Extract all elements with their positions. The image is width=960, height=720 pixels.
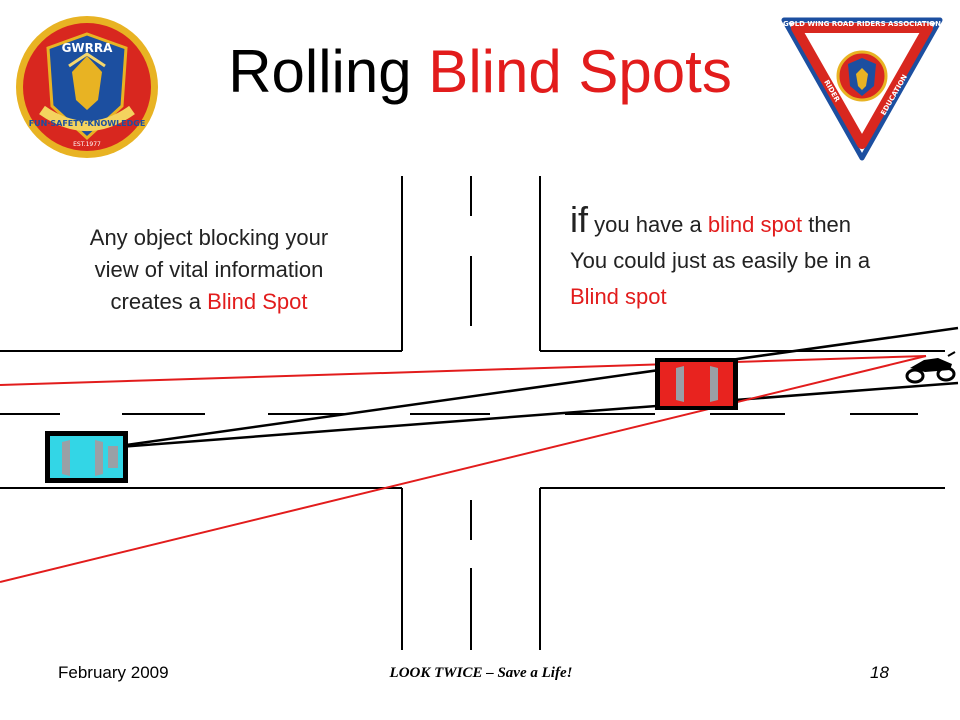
left-text-line1: Any object blocking your (89, 225, 329, 250)
footer-date: February 2009 (58, 663, 169, 682)
triangle-top-text: GOLD WING ROAD RIDERS ASSOCIATION (783, 20, 941, 28)
right-text-box: if you have a blind spot then You could … (570, 202, 950, 315)
road-edge-lower-right (539, 487, 945, 650)
right-text-if: if (570, 199, 588, 240)
emblem-top-text: GWRRA (62, 41, 114, 55)
left-text-line3: creates a Blind Spot (40, 286, 378, 318)
road-edge-upper-left (0, 176, 403, 352)
right-text-line1-mid: you have a (594, 212, 702, 237)
right-text-highlight2: Blind spot (570, 284, 667, 309)
red-car (655, 358, 738, 410)
blind-spot-lines-red (0, 355, 927, 583)
right-text-line1: if you have a blind spot then (570, 202, 950, 243)
emblem-year-text: EST.1977 (73, 141, 101, 148)
left-text-line3-prefix: creates a (110, 289, 202, 314)
cyan-car (45, 431, 128, 483)
emblem-banner-text: FUN·SAFETY·KNOWLEDGE (29, 119, 146, 128)
right-text-line2: You could just as easily be in a (570, 248, 871, 273)
slide-title: Rolling Blind Spots (180, 36, 780, 108)
road-edge-lower-left (0, 487, 403, 650)
motorcycle-icon (905, 351, 956, 384)
title-part1: Rolling (228, 38, 412, 105)
title-part2: Blind Spots (428, 38, 732, 105)
page-number: 18 (870, 663, 889, 682)
right-text-highlight1: blind spot (707, 212, 803, 237)
gwrra-emblem-icon: GWRRA FUN·SAFETY·KNOWLEDGE EST.1977 (16, 16, 158, 158)
left-text-highlight: Blind Spot (207, 289, 308, 314)
footer-slogan: LOOK TWICE – Save a Life! (389, 665, 573, 681)
road-edge-upper-right (539, 176, 945, 352)
sight-lines-black (104, 326, 959, 450)
rider-education-triangle-icon: GOLD WING ROAD RIDERS ASSOCIATION RIDER … (781, 17, 943, 161)
right-text-line1-end: then (808, 212, 852, 237)
left-text-box: Any object blocking your view of vital i… (40, 222, 378, 318)
left-text-line2: view of vital information (94, 257, 324, 282)
